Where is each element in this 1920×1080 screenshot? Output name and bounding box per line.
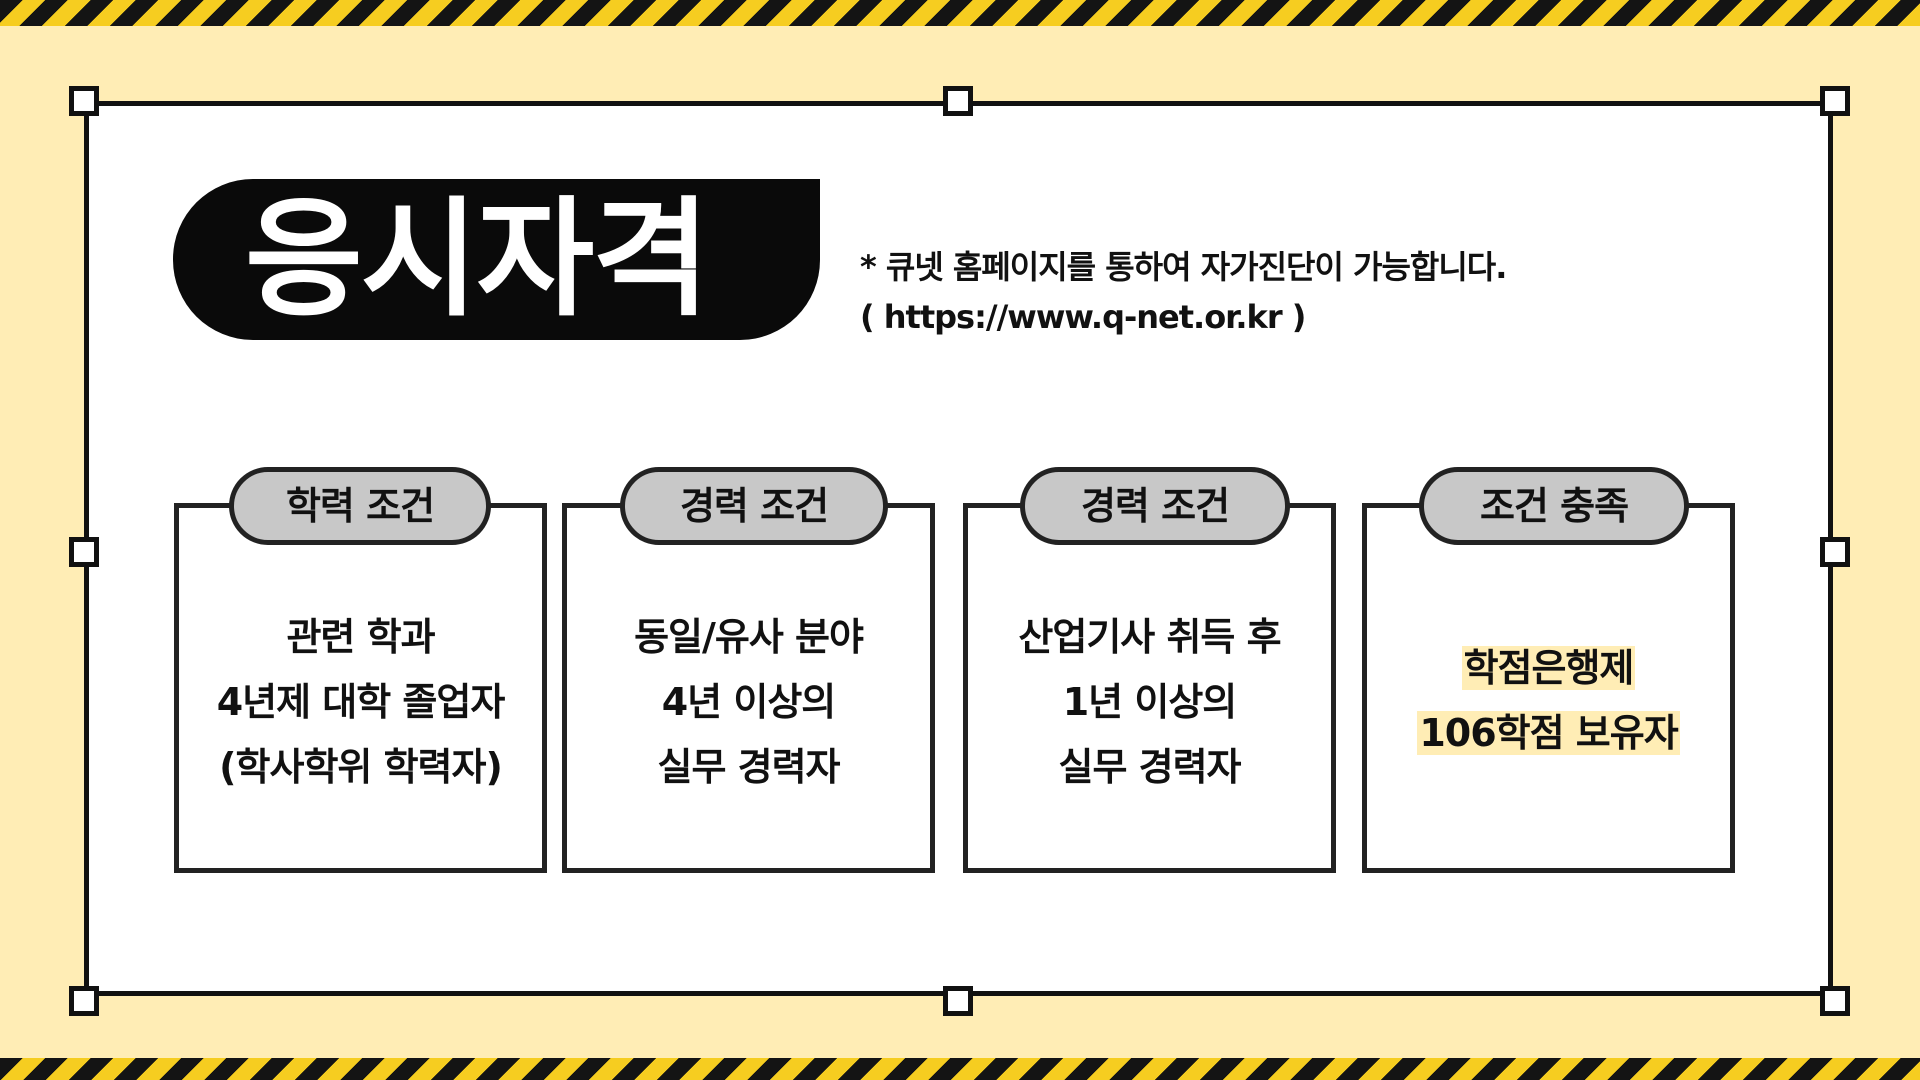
self-check-note: * 큐넷 홈페이지를 통하여 자가진단이 가능합니다. — [860, 248, 1507, 286]
hazard-stripe-top — [0, 0, 1920, 26]
card-line: 관련 학과 — [286, 615, 435, 659]
card-line: 학점은행제 — [1461, 646, 1636, 690]
card-line: (학사학위 학력자) — [219, 745, 503, 789]
card-experience-4yr: 동일/유사 분야 4년 이상의 실무 경력자 — [562, 503, 935, 873]
card-credit-bank: 학점은행제 106학점 보유자 — [1362, 503, 1735, 873]
card-line: 동일/유사 분야 — [634, 615, 864, 659]
handle-bottom-center — [943, 986, 973, 1016]
handle-top-left — [69, 86, 99, 116]
card-line: 4년 이상의 — [661, 680, 837, 724]
card-line: 4년제 대학 졸업자 — [216, 680, 506, 724]
handle-top-right — [1820, 86, 1850, 116]
card-label-experience-1yr: 경력 조건 — [1020, 467, 1290, 545]
card-label-experience-4yr: 경력 조건 — [620, 467, 888, 545]
qnet-url: ( https://www.q-net.or.kr ) — [860, 298, 1306, 336]
handle-bottom-left — [69, 986, 99, 1016]
card-label-education: 학력 조건 — [229, 467, 491, 545]
card-label-credit-bank: 조건 충족 — [1419, 467, 1689, 545]
card-experience-1yr: 산업기사 취득 후 1년 이상의 실무 경력자 — [963, 503, 1336, 873]
handle-top-center — [943, 86, 973, 116]
card-line: 106학점 보유자 — [1417, 711, 1680, 755]
card-line: 실무 경력자 — [1058, 745, 1241, 789]
handle-middle-right — [1820, 537, 1850, 567]
card-line: 1년 이상의 — [1062, 680, 1238, 724]
card-line: 실무 경력자 — [657, 745, 840, 789]
hazard-stripe-bottom — [0, 1058, 1920, 1080]
page-title: 응시자격 — [173, 179, 820, 340]
handle-middle-left — [69, 537, 99, 567]
handle-bottom-right — [1820, 986, 1850, 1016]
card-education: 관련 학과 4년제 대학 졸업자 (학사학위 학력자) — [174, 503, 547, 873]
card-line: 산업기사 취득 후 — [1018, 615, 1281, 659]
